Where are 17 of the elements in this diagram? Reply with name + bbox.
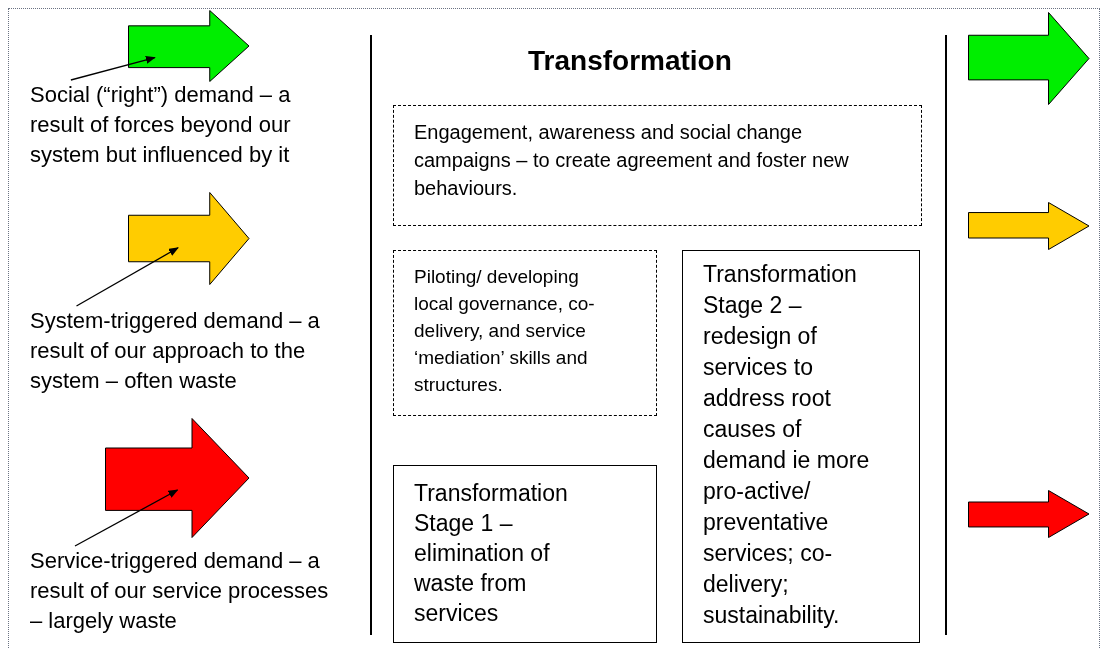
block-arrow	[968, 12, 1090, 105]
demand-label: System-triggered demand – a result of our approach to the system – often waste	[30, 306, 340, 398]
process-box: Piloting/ developing local governance, co-delivery, and service ‘mediation’ skills and structures.	[393, 250, 657, 416]
demand-label: Service-triggered demand – a result of our service processes – largely waste	[30, 546, 330, 638]
leader-line	[75, 247, 179, 307]
block-arrow	[128, 10, 250, 82]
block-arrow	[105, 418, 250, 538]
block-arrow	[968, 490, 1090, 538]
leader-line	[74, 489, 179, 547]
process-box: Transformation Stage 2 – redesign of services to address root causes of demand ie more pro-active/ preventative services; co-delivery; sustainability.	[682, 250, 920, 643]
leader-line	[70, 56, 156, 81]
process-box: Transformation Stage 1 – elimination of waste from services	[393, 465, 657, 643]
block-arrow	[128, 192, 250, 285]
demand-label: Social (“right”) demand – a result of forces beyond our system but influenced by it	[30, 80, 322, 172]
block-arrow	[968, 202, 1090, 250]
process-box: Engagement, awareness and social change campaigns – to create agreement and foster new behaviours.	[393, 105, 922, 226]
title: Transformation	[528, 44, 732, 78]
